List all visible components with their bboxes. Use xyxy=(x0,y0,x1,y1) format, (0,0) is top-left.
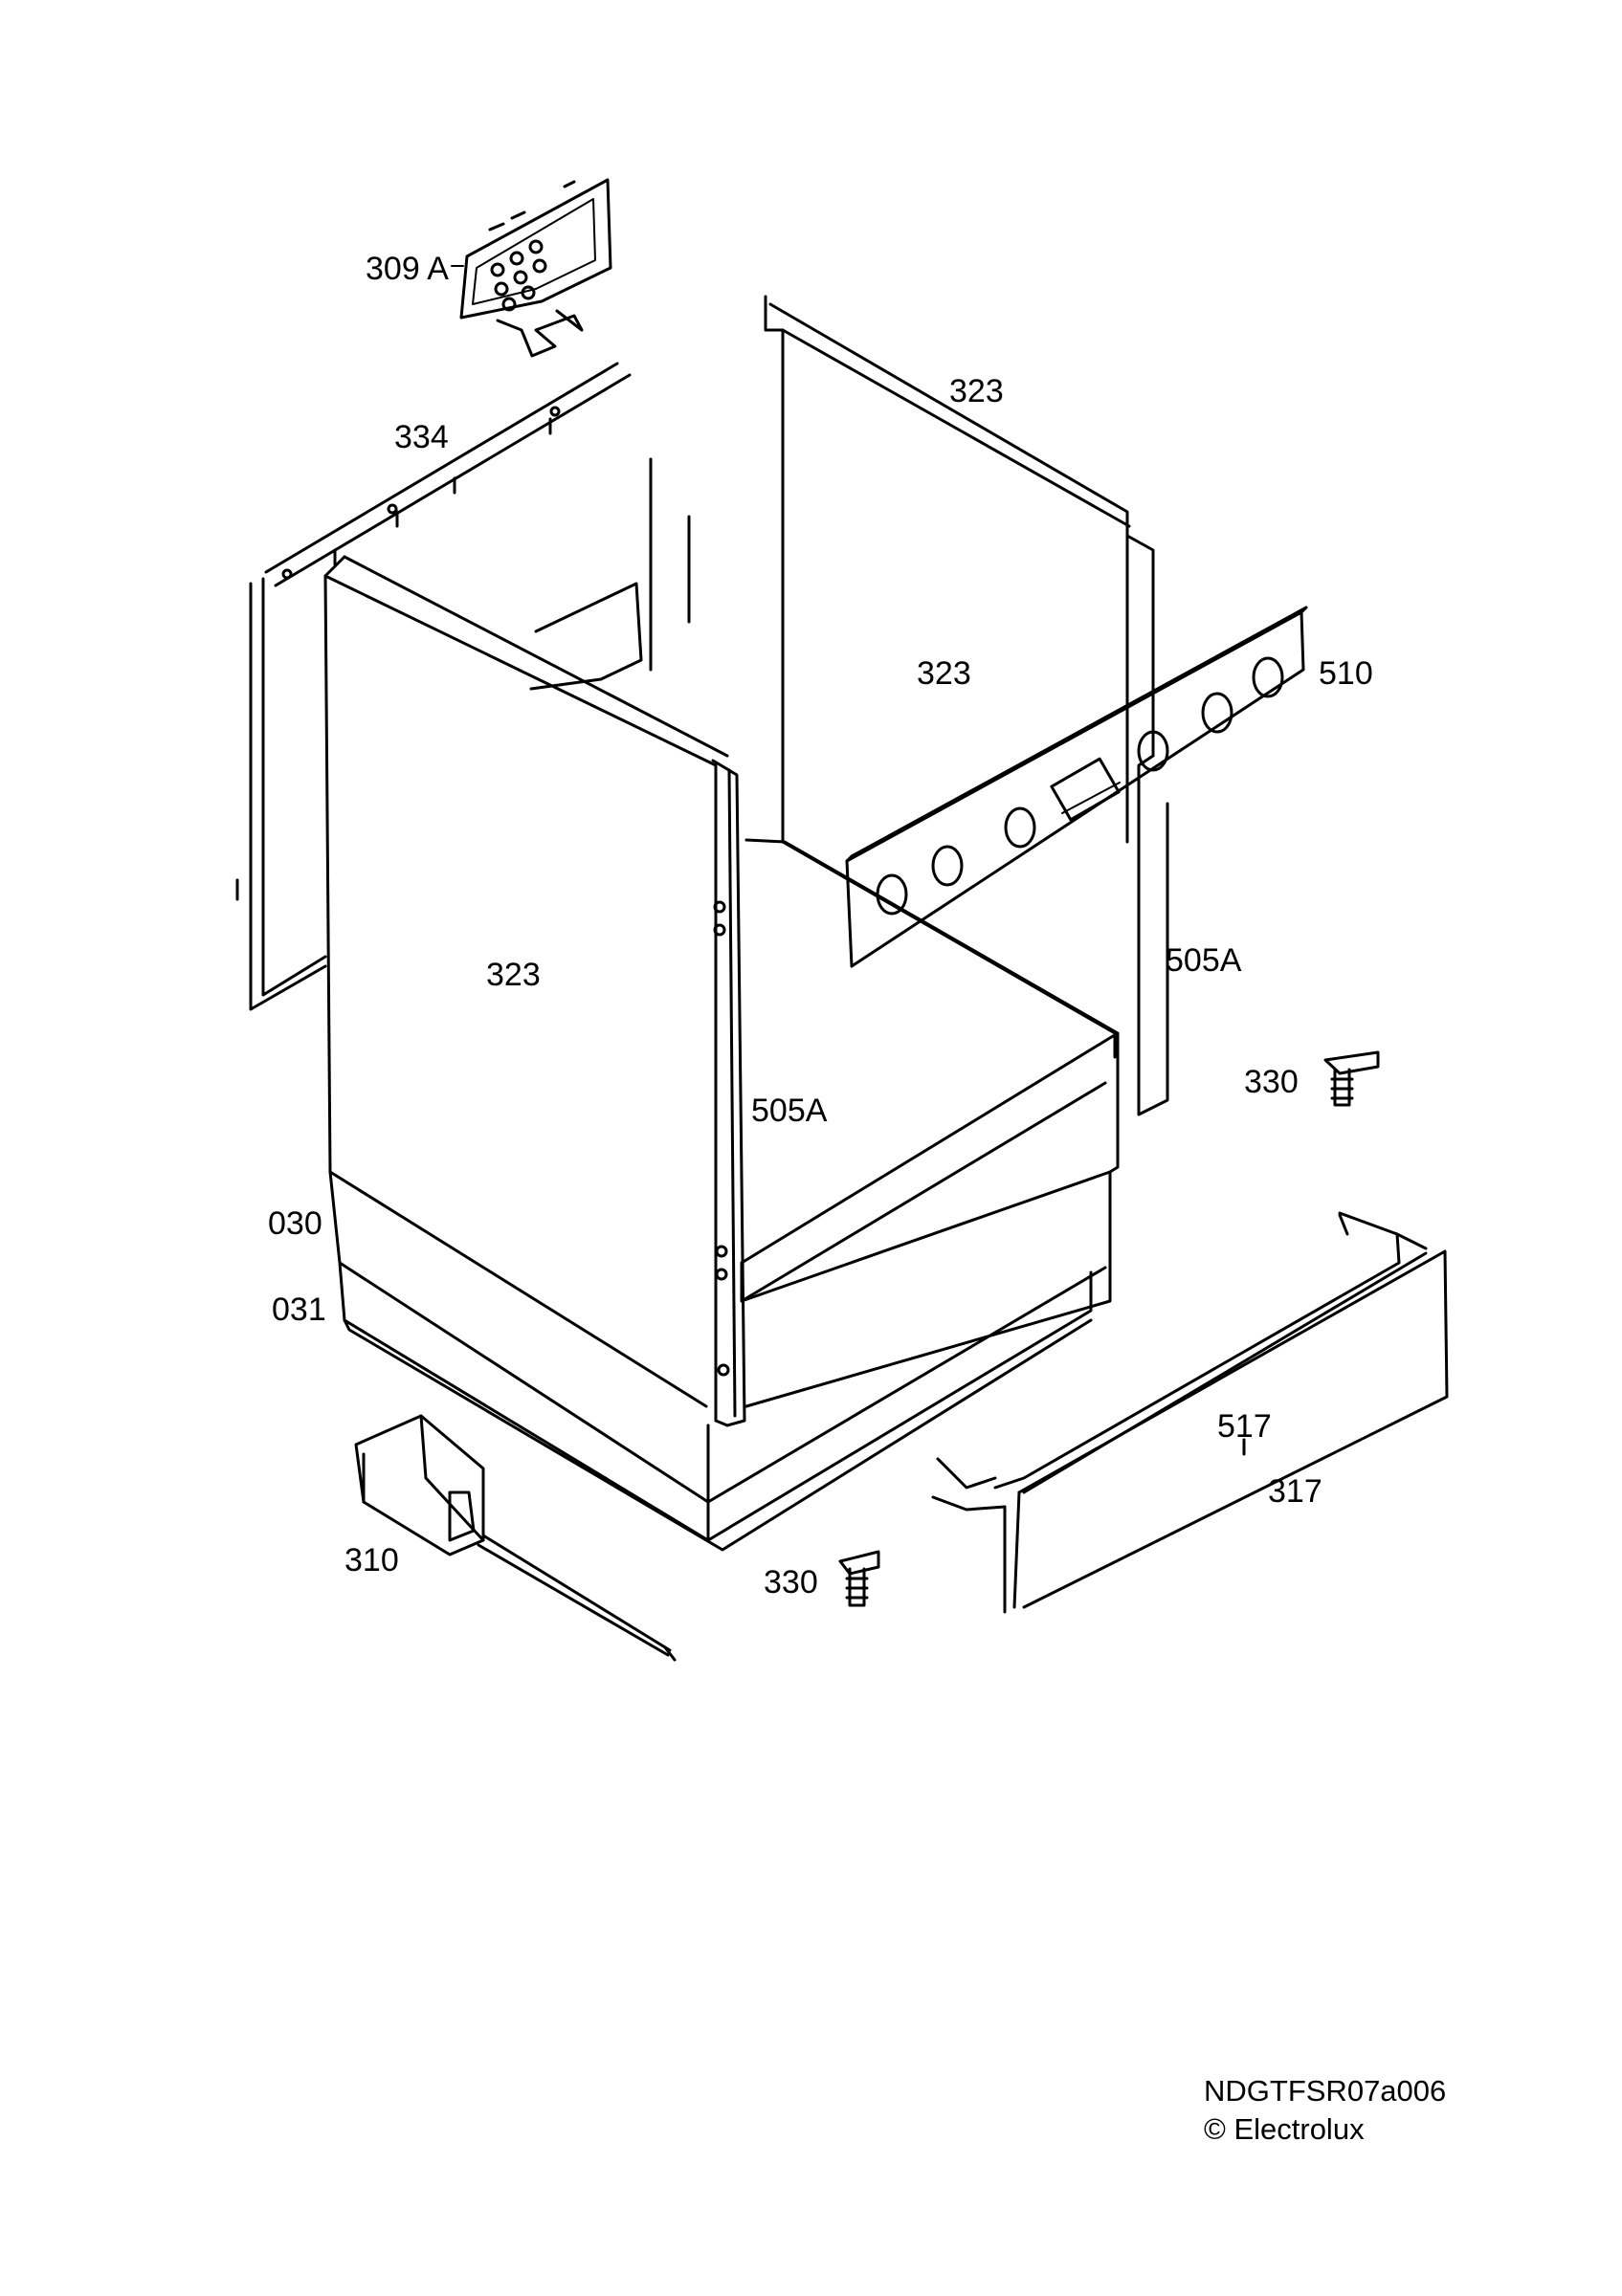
part-330-screw-right xyxy=(1323,1050,1380,1107)
label-510: 510 xyxy=(1319,655,1373,692)
label-505a-rear: 505A xyxy=(1166,942,1242,979)
part-330-screw-bottom xyxy=(838,1550,880,1607)
label-330-bottom: 330 xyxy=(764,1564,818,1601)
part-323-left-panel xyxy=(235,555,729,1423)
label-334: 334 xyxy=(394,419,449,455)
part-505a-front-rail xyxy=(711,759,746,1427)
label-505a-front: 505A xyxy=(751,1093,828,1129)
label-310: 310 xyxy=(344,1542,399,1578)
part-334-rail xyxy=(264,362,632,587)
label-031: 031 xyxy=(272,1292,326,1328)
part-labels: 309 A 334 323 323 510 323 505A 330 505A … xyxy=(268,251,1373,1601)
part-323-rear-panel xyxy=(649,295,1169,1116)
part-030-031-base xyxy=(328,1170,1107,1552)
copyright-notice: © Electrolux xyxy=(1204,2112,1365,2146)
drawing-footer: NDGTFSR07a006 © Electrolux xyxy=(1204,2072,1446,2149)
label-323-right: 323 xyxy=(917,655,971,692)
label-309a: 309 A xyxy=(366,251,449,287)
part-517-317-drawer xyxy=(931,1211,1449,1614)
label-330-right: 330 xyxy=(1244,1064,1299,1100)
part-510-control-panel xyxy=(845,606,1308,968)
drawing-code: NDGTFSR07a006 xyxy=(1204,2074,1447,2108)
part-310-thermostat xyxy=(354,1414,677,1662)
part-309a-bracket xyxy=(451,178,612,358)
label-317: 317 xyxy=(1268,1473,1322,1510)
label-323-left: 323 xyxy=(486,957,541,993)
label-517: 517 xyxy=(1217,1408,1272,1445)
cabinet-inner-box xyxy=(529,582,1120,1408)
label-323-rear: 323 xyxy=(949,373,1004,409)
label-030: 030 xyxy=(268,1205,322,1242)
